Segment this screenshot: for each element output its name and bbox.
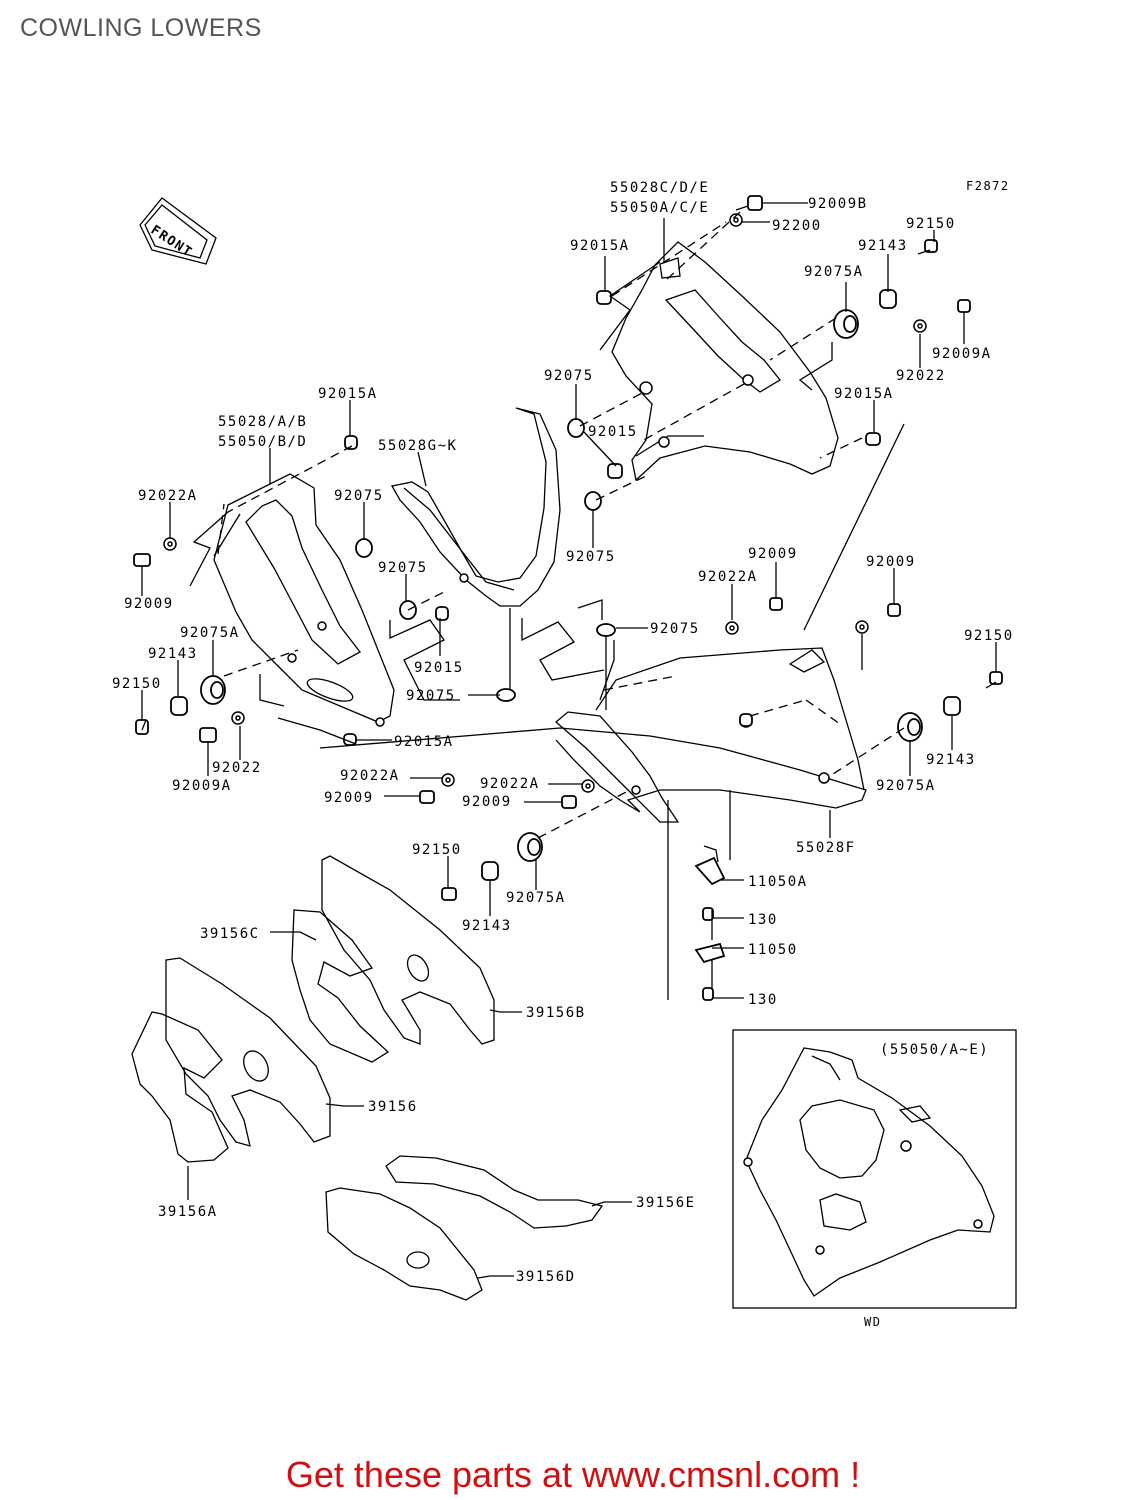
- part-label: 39156A: [158, 1204, 218, 1220]
- panel-39156d-icon: [325, 1187, 483, 1301]
- part-label: 39156: [368, 1099, 418, 1115]
- lower-belly-pan-icon: [319, 647, 867, 823]
- part-label: 92015A: [318, 386, 378, 402]
- part-label: 92022A: [138, 488, 198, 504]
- part-label: 92022: [212, 760, 262, 776]
- part-label: 39156E: [636, 1195, 696, 1211]
- part-label: 92143: [858, 238, 908, 254]
- part-label: 92022A: [340, 768, 400, 784]
- dashed-guide-lines: [217, 211, 905, 839]
- part-label: 92022A: [480, 776, 540, 792]
- part-label: 92075A: [180, 625, 240, 641]
- center-inner-cowl-icon: [390, 407, 561, 607]
- part-label: 92022: [896, 368, 946, 384]
- part-label: 92075: [544, 368, 594, 384]
- exploded-parts-diagram: FRONT: [112, 179, 1017, 1329]
- part-label: 92150: [412, 842, 462, 858]
- figure-code: F2872: [966, 179, 1010, 193]
- part-label: 92015: [414, 660, 464, 676]
- part-label: 92009: [462, 794, 512, 810]
- part-label: 39156C: [200, 926, 260, 942]
- part-label: 55050/B/D: [218, 434, 307, 450]
- reference-lines: [189, 261, 905, 1000]
- front-arrow-icon: FRONT: [139, 197, 217, 265]
- part-label: 92075: [334, 488, 384, 504]
- part-label: 92015A: [834, 386, 894, 402]
- panel-39156c-icon: [291, 909, 390, 1063]
- part-label: 92015A: [570, 238, 630, 254]
- part-label: 11050A: [748, 874, 808, 890]
- part-label: 92075A: [876, 778, 936, 794]
- part-label: 92009: [324, 790, 374, 806]
- panel-39156-icon: [165, 957, 331, 1147]
- part-label: 92009A: [172, 778, 232, 794]
- part-label: 92075A: [506, 890, 566, 906]
- inset-cowling-icon: [743, 1047, 995, 1297]
- part-label: 92009B: [808, 196, 868, 212]
- part-label: 55028F: [796, 840, 856, 856]
- part-label: 92150: [964, 628, 1014, 644]
- inner-panels-icon: [131, 855, 604, 1301]
- part-label: 55028G~K: [378, 438, 457, 454]
- part-label: 55050A/C/E: [610, 200, 709, 216]
- part-label: 92075: [406, 688, 456, 704]
- part-label: 92009: [748, 546, 798, 562]
- part-label: 92150: [906, 216, 956, 232]
- panel-39156a-icon: [131, 1011, 229, 1163]
- part-label: 92009: [866, 554, 916, 570]
- upper-left-cowling-icon: [213, 473, 395, 727]
- part-label: 92143: [926, 752, 976, 768]
- part-label: 130: [748, 992, 778, 1008]
- panel-39156e-icon: [385, 1155, 604, 1229]
- part-labels: 55028C/D/E 55050A/C/E 92009B 92200 92015…: [112, 180, 1014, 1285]
- part-label: 39156B: [526, 1005, 586, 1021]
- panel-39156b-icon: [321, 855, 495, 1045]
- inset-caption: WD: [864, 1315, 881, 1329]
- part-label: 92150: [112, 676, 162, 692]
- page-title: COWLING LOWERS: [20, 14, 262, 42]
- inset-panel: (55050/A~E) WD: [732, 1029, 1017, 1329]
- part-label: 92143: [462, 918, 512, 934]
- part-label: 39156D: [516, 1269, 576, 1285]
- part-label: 92009A: [932, 346, 992, 362]
- part-label: 92015A: [394, 734, 454, 750]
- part-label: 130: [748, 912, 778, 928]
- part-label: 55028C/D/E: [610, 180, 709, 196]
- footer-link[interactable]: Get these parts at www.cmsnl.com !: [285, 1454, 861, 1495]
- part-label: 92075: [378, 560, 428, 576]
- part-label: 92022A: [698, 569, 758, 585]
- inset-label: (55050/A~E): [880, 1042, 989, 1058]
- leader-lines: [141, 202, 997, 1279]
- part-label: 92075A: [804, 264, 864, 280]
- part-label: 92075: [566, 549, 616, 565]
- part-label: 11050: [748, 942, 798, 958]
- part-label: 92143: [148, 646, 198, 662]
- upper-right-cowling-icon: [611, 241, 839, 482]
- part-label: 92075: [650, 621, 700, 637]
- part-label: 92009: [124, 596, 174, 612]
- fasteners-icon: [133, 195, 1003, 1001]
- part-label: 92015: [588, 424, 638, 440]
- part-label: 92200: [772, 218, 822, 234]
- part-label: 55028/A/B: [218, 414, 307, 430]
